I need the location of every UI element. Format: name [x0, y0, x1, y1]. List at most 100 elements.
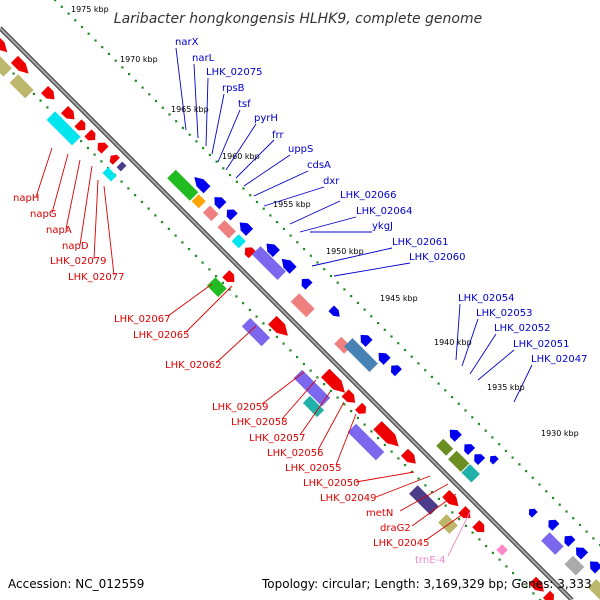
gene-arrow	[464, 444, 476, 455]
tick-dot	[188, 133, 191, 136]
tick-dot	[451, 511, 454, 514]
gene-arrow	[587, 579, 600, 600]
gene-arrow	[293, 369, 331, 407]
tick-dot	[114, 59, 117, 62]
gene-arrow	[347, 423, 385, 461]
leader-line	[243, 154, 291, 187]
gene-label: LHK_02061	[392, 237, 448, 248]
tick-dot	[140, 200, 143, 203]
tick-dot	[147, 207, 150, 210]
gene-arrow	[231, 234, 246, 249]
gene-arrow	[61, 106, 75, 120]
tick-dot	[208, 268, 211, 271]
tick-dot	[356, 416, 359, 419]
tick-dot	[498, 558, 501, 561]
tick-dot	[464, 409, 467, 412]
gene-label: LHK_02055	[285, 463, 341, 474]
gene-label: LHK_02075	[206, 67, 262, 78]
outer-gene-labels: narX narL LHK_02075 rpsB tsf pyrH frr up…	[175, 37, 587, 365]
scale-label: 1945 kbp	[380, 294, 418, 303]
gene-arrow	[355, 402, 366, 414]
gene-arrow	[116, 161, 127, 172]
tick-dot	[174, 234, 177, 237]
tick-dot	[383, 443, 386, 446]
scale-label: 1955 kbp	[273, 200, 311, 209]
gene-arrow	[438, 514, 458, 534]
tick-dot	[329, 389, 332, 392]
tick-dot	[93, 153, 96, 156]
gene-arrow	[109, 154, 120, 165]
gene-arrow	[102, 167, 117, 182]
gene-arrow	[74, 119, 86, 131]
gene-arrow	[341, 389, 356, 403]
tick-dot	[269, 214, 272, 217]
tick-dot	[336, 396, 339, 399]
tick-dot	[67, 12, 70, 15]
gene-arrow	[290, 293, 315, 318]
tick-dot	[161, 221, 164, 224]
gene-arrow	[548, 519, 560, 531]
tick-dot	[451, 396, 454, 399]
gene-arrow	[9, 74, 34, 99]
tick-dot	[377, 437, 380, 440]
gene-arrow	[281, 258, 297, 274]
tick-dot	[134, 79, 137, 82]
gene-arrow	[206, 277, 227, 298]
tick-dot	[127, 187, 130, 190]
tick-dot	[431, 491, 434, 494]
gene-label: uppS	[288, 144, 313, 155]
tick-dot	[504, 449, 507, 452]
tick-dot	[86, 146, 89, 149]
leader-line	[51, 153, 69, 214]
gene-label: LHK_02052	[494, 323, 550, 334]
tick-dot	[282, 342, 285, 345]
tick-dot	[545, 490, 548, 493]
tick-dot	[262, 322, 265, 325]
gene-arrow	[10, 55, 29, 74]
leader-line	[235, 139, 275, 179]
tick-dot	[94, 39, 97, 42]
gene-arrow	[496, 544, 508, 556]
tick-dot	[275, 335, 278, 338]
leader-line	[289, 200, 341, 225]
tick-dot	[484, 429, 487, 432]
gene-arrow	[378, 352, 391, 365]
gene-arrow	[46, 111, 81, 146]
gene-arrow	[400, 448, 416, 464]
gene-label: LHK_02054	[458, 293, 514, 304]
gene-arrow	[244, 247, 256, 259]
tick-dot	[194, 254, 197, 257]
tick-dot	[390, 450, 393, 453]
tick-dot	[202, 147, 205, 150]
gene-label: napH	[13, 193, 39, 204]
tick-dot	[558, 503, 561, 506]
tick-dot	[383, 328, 386, 331]
tick-dot	[134, 194, 137, 197]
gene-label: LHK_02060	[409, 252, 465, 263]
tick-dot	[518, 578, 521, 581]
tick-dot	[154, 99, 158, 103]
tick-dot	[592, 537, 595, 540]
tick-dot	[498, 443, 501, 446]
leader-line	[79, 165, 93, 246]
leader-line	[193, 63, 199, 139]
gene-label: trnE-4	[415, 555, 445, 566]
map-title: Laribacter hongkongensis HLHK9, complete…	[114, 11, 482, 27]
gene-arrow	[302, 395, 325, 418]
tick-dot	[255, 315, 258, 318]
tick-dot	[404, 464, 407, 467]
tick-dot	[141, 86, 144, 89]
tick-dot	[148, 93, 151, 96]
gene-label: LHK_02051	[513, 339, 569, 350]
leader-line	[299, 216, 357, 233]
gene-arrow	[564, 535, 576, 547]
gene-label: cdsA	[307, 160, 331, 171]
gene-label: LHK_02059	[212, 402, 268, 413]
tick-dot	[154, 214, 157, 217]
scale-label: 1970 kbp	[120, 55, 158, 64]
tick-dot	[417, 477, 420, 480]
tick-dot	[525, 470, 528, 473]
gene-label: dxr	[323, 176, 340, 187]
tick-dot	[457, 402, 460, 405]
tick-dot	[551, 496, 555, 500]
